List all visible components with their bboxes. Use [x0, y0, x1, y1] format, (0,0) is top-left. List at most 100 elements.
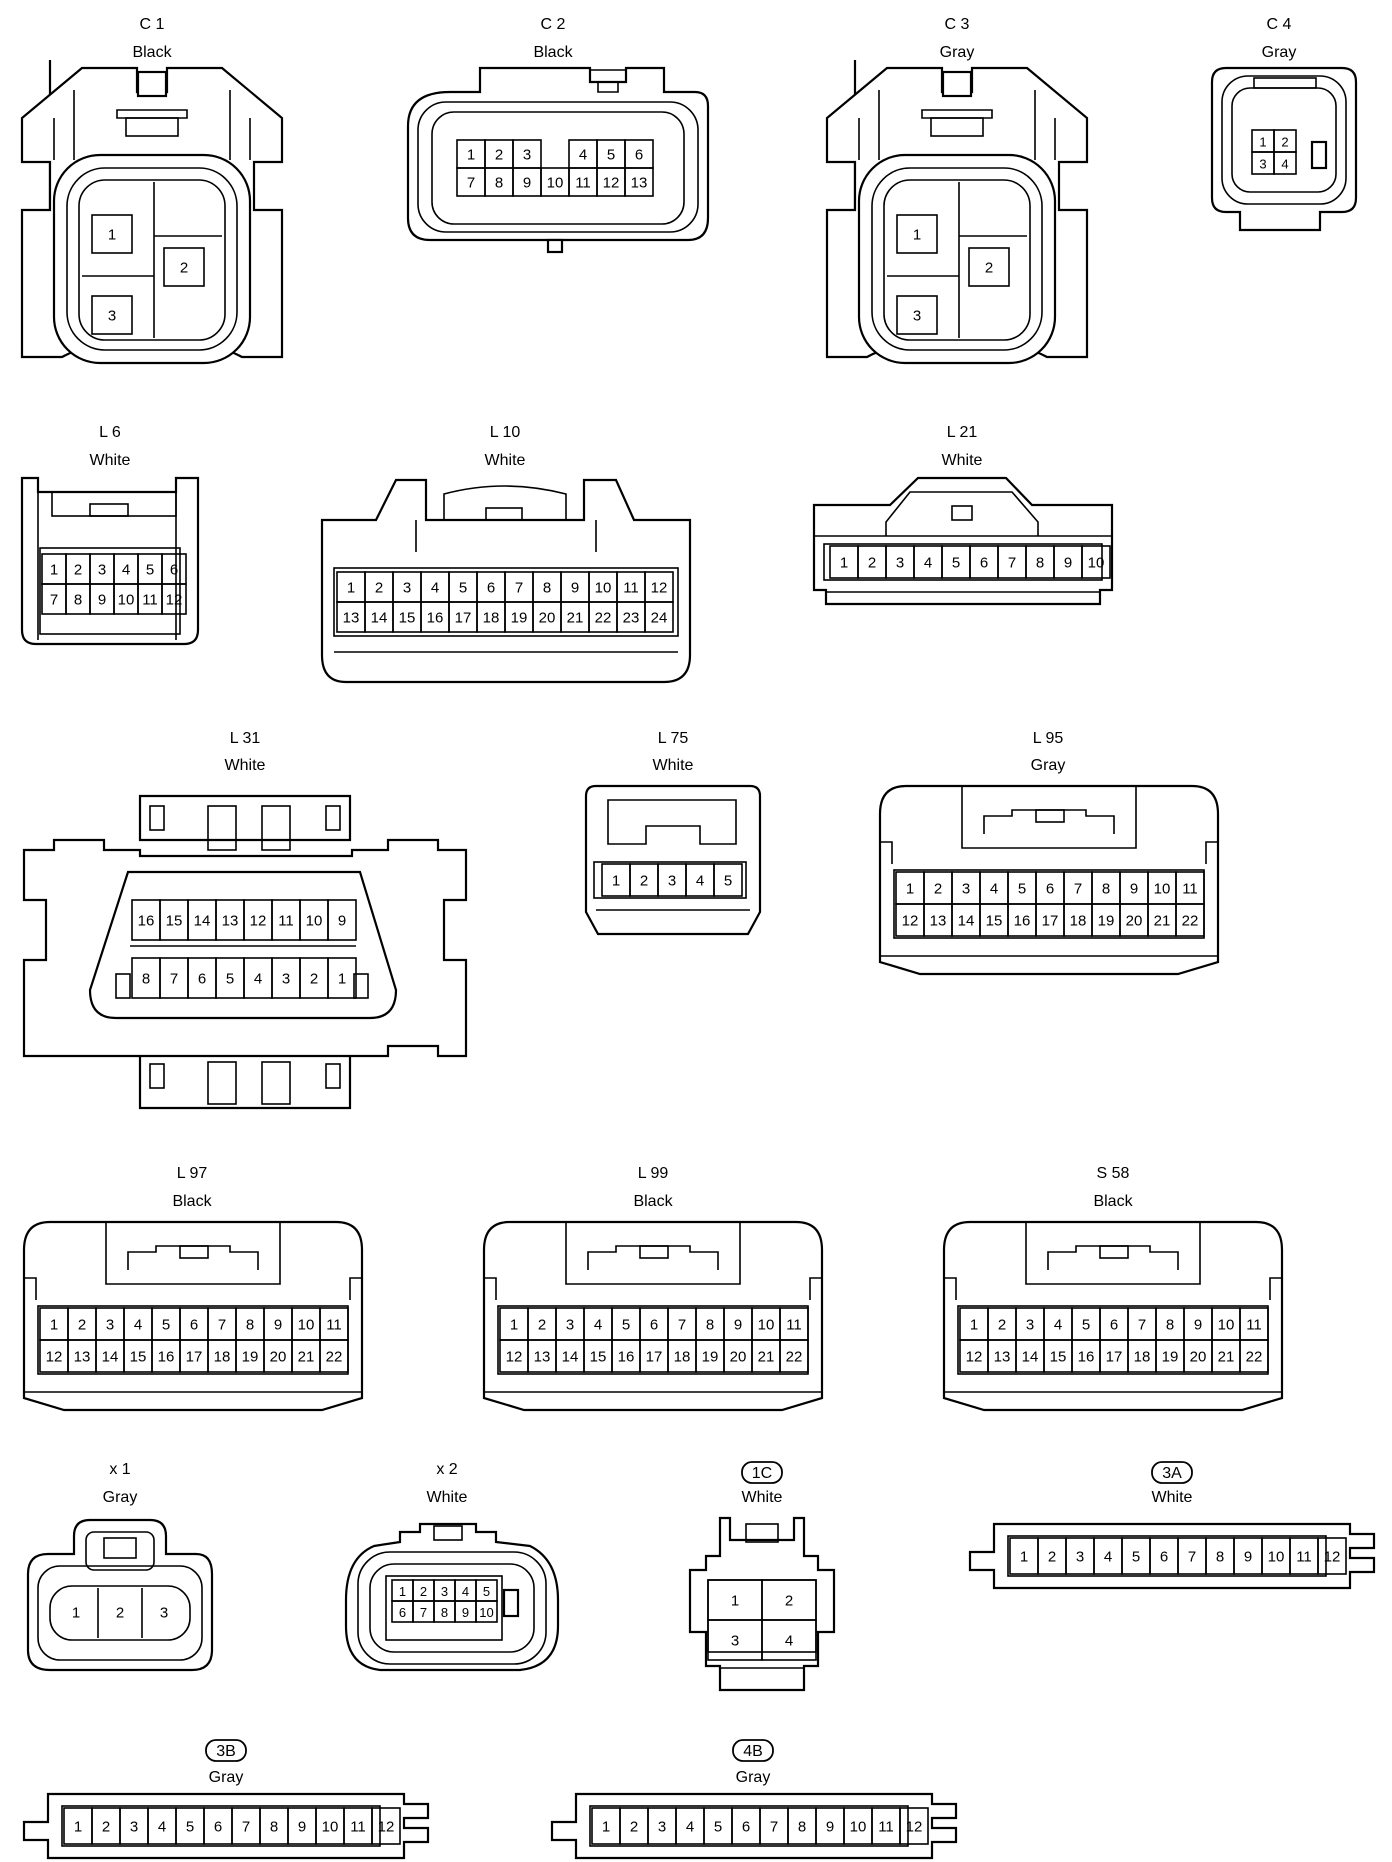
pin-label: 5: [146, 562, 154, 579]
pin-label: 10: [298, 1317, 315, 1334]
pin-label: 3: [896, 555, 904, 572]
connector-color-3a: White: [1152, 1489, 1193, 1506]
pin-label: 9: [826, 1819, 834, 1836]
pin-label: 14: [1022, 1349, 1039, 1366]
pin-cavity: [91, 295, 133, 335]
pin-label: 9: [1064, 555, 1072, 572]
pin-label: 8: [74, 592, 82, 609]
pin-label: 12: [1324, 1549, 1341, 1566]
connector-id-4b: 4B: [743, 1743, 763, 1760]
pin-label: 17: [1042, 913, 1059, 930]
pin-label: 2: [640, 873, 648, 890]
pin-label: 16: [618, 1349, 635, 1366]
pin-label: 1: [347, 580, 355, 597]
pin-label: 13: [930, 913, 947, 930]
pin-cavity: [713, 863, 743, 897]
pin-label: 16: [427, 610, 444, 627]
pin-label: 5: [1018, 881, 1026, 898]
pin-label: 15: [1050, 1349, 1067, 1366]
pin-label: 19: [242, 1349, 259, 1366]
pin-label: 1: [399, 1584, 406, 1599]
connector-color-c1: Black: [132, 44, 172, 61]
pin-label: 3: [130, 1819, 138, 1836]
pin-label: 8: [1036, 555, 1044, 572]
pin-label: 13: [74, 1349, 91, 1366]
badge-3b: [205, 1739, 247, 1762]
pin-label: 23: [623, 610, 640, 627]
pin-label: 8: [1166, 1317, 1174, 1334]
connector-id-l95: L 95: [1033, 730, 1064, 747]
pin-label: 3: [731, 1633, 739, 1650]
pin-label: 19: [1162, 1349, 1179, 1366]
pin-label: 14: [102, 1349, 119, 1366]
pin-label: 11: [786, 1317, 802, 1334]
pin-label: 18: [1134, 1349, 1151, 1366]
pin-label: 4: [579, 147, 587, 164]
pin-label: 14: [562, 1349, 579, 1366]
pin-label: 10: [758, 1317, 775, 1334]
pin-label: 24: [651, 610, 668, 627]
pin-label: 4: [1104, 1549, 1112, 1566]
pin-label: 11: [326, 1317, 342, 1334]
pin-label: 3: [1026, 1317, 1034, 1334]
pin-label: 7: [218, 1317, 226, 1334]
pin-label: 5: [724, 873, 732, 890]
pin-label: 10: [118, 592, 135, 609]
pin-label: 2: [310, 971, 318, 988]
pin-label: 11: [878, 1819, 894, 1836]
pin-label: 4: [462, 1584, 469, 1599]
pin-label: 2: [180, 260, 188, 277]
pin-cavity: [1081, 545, 1111, 579]
connector-id-l6: L 6: [99, 424, 121, 441]
pin-label: 10: [595, 580, 612, 597]
pin-label: 12: [166, 592, 183, 609]
pin-label: 3: [962, 881, 970, 898]
pin-label: 2: [998, 1317, 1006, 1334]
pin-label: 5: [607, 147, 615, 164]
connector-id-1c: 1C: [752, 1465, 772, 1482]
pin-label: 9: [462, 1605, 469, 1620]
pin-cavity: [163, 247, 205, 287]
pin-label: 3: [160, 1605, 168, 1622]
pin-label: 18: [214, 1349, 231, 1366]
pin-label: 18: [483, 610, 500, 627]
connector-id-l31: L 31: [230, 730, 261, 747]
pin-label: 2: [1048, 1549, 1056, 1566]
pin-label: 8: [142, 971, 150, 988]
pin-label: 10: [1154, 881, 1171, 898]
pin-label: 8: [441, 1605, 448, 1620]
pin-label: 10: [850, 1819, 867, 1836]
connector-id-c4: C 4: [1267, 16, 1292, 33]
pin-label: 15: [590, 1349, 607, 1366]
pin-label: 4: [122, 562, 130, 579]
pin-cavity: [896, 295, 938, 335]
pin-label: 11: [142, 592, 158, 609]
pin-label: 1: [50, 562, 58, 579]
pin-label: 4: [990, 881, 998, 898]
pin-label: 22: [595, 610, 612, 627]
pin-label: 2: [74, 562, 82, 579]
pin-label: 5: [483, 1584, 490, 1599]
pin-label: 1: [50, 1317, 58, 1334]
pin-label: 16: [1078, 1349, 1095, 1366]
pin-label: 14: [958, 913, 975, 930]
pin-label: 5: [186, 1819, 194, 1836]
pin-label: 5: [1082, 1317, 1090, 1334]
pin-label: 1: [338, 971, 346, 988]
pin-label: 9: [298, 1819, 306, 1836]
pin-label: 3: [403, 580, 411, 597]
pin-label: 4: [686, 1819, 694, 1836]
pin-label: 3: [282, 971, 290, 988]
pin-label: 2: [985, 260, 993, 277]
pin-label: 6: [1110, 1317, 1118, 1334]
pin-label: 5: [622, 1317, 630, 1334]
pin-label: 1: [840, 555, 848, 572]
pin-label: 4: [785, 1633, 793, 1650]
pin-label: 16: [158, 1349, 175, 1366]
pin-label: 11: [278, 913, 294, 930]
